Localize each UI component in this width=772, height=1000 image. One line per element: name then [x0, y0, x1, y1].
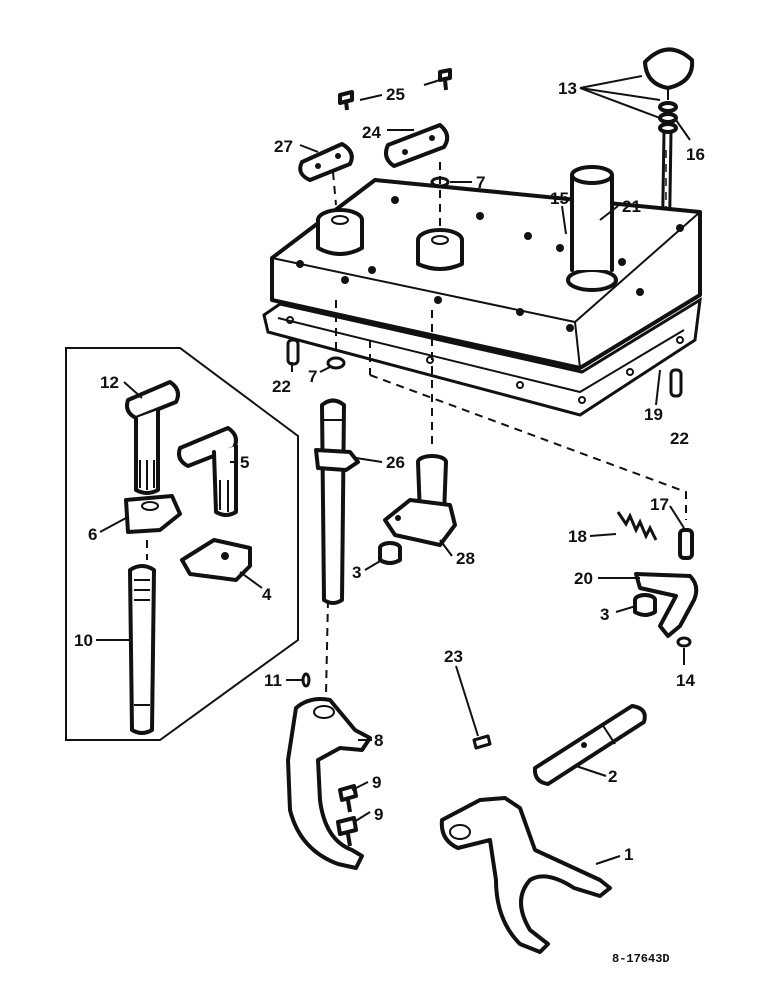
shift-rail-10 [128, 564, 156, 735]
inset-box [65, 347, 299, 741]
shaft-cap-24 [384, 123, 450, 168]
callout-7-lower: 7 [308, 367, 317, 386]
callout-28: 28 [456, 549, 475, 568]
shift-rail-5 [177, 426, 238, 517]
pin-23 [472, 734, 492, 750]
lock-block-6 [124, 494, 182, 534]
callout-20: 20 [574, 569, 593, 588]
pin-11 [301, 672, 311, 688]
shift-shaft-2 [532, 704, 647, 786]
callout-23: 23 [444, 647, 463, 666]
shift-rail-12 [125, 380, 180, 495]
bolt-25-right [438, 68, 452, 91]
dowel-pin-left [286, 338, 300, 366]
cover-gasket [262, 297, 702, 417]
callout-3-left: 3 [352, 563, 361, 582]
shift-fork-8 [286, 697, 372, 870]
callout-22-right: 22 [670, 429, 689, 448]
cover-boss-center [416, 228, 464, 271]
o-ring-lower [326, 356, 346, 370]
pin-17 [678, 528, 694, 560]
callout-21: 21 [622, 197, 641, 216]
dowel-pin-right [669, 368, 683, 398]
callout-14: 14 [676, 671, 695, 690]
interlock-lever-20 [634, 572, 699, 638]
leader-lines [96, 75, 691, 865]
lock-plate-4 [180, 538, 252, 582]
shift-fork-1 [439, 796, 612, 954]
bolt-9-lower [336, 816, 358, 847]
callout-12: 12 [100, 373, 119, 392]
callout-17: 17 [650, 495, 669, 514]
callout-5: 5 [240, 453, 249, 472]
callout-7-upper: 7 [476, 173, 485, 192]
shaft-cap-27 [298, 142, 354, 182]
alignment-lines [325, 162, 687, 696]
callout-18: 18 [568, 527, 587, 546]
callout-13: 13 [558, 79, 577, 98]
callout-16: 16 [686, 145, 705, 164]
drawing-number: 8-17643D [612, 952, 670, 966]
callout-26: 26 [386, 453, 405, 472]
callout-10: 10 [74, 631, 93, 650]
shift-rail-28 [383, 454, 457, 547]
clip-14 [676, 636, 692, 648]
callout-6: 6 [88, 525, 97, 544]
callout-2: 2 [608, 767, 617, 786]
spring-18 [616, 511, 658, 541]
callout-19: 19 [644, 405, 663, 424]
callout-24: 24 [362, 123, 381, 142]
callout-1: 1 [624, 845, 633, 864]
callout-27: 27 [274, 137, 293, 156]
lever-tower-tube [566, 165, 618, 292]
bushing-3-left [378, 541, 402, 565]
callout-3-right: 3 [600, 605, 609, 624]
bushing-3-right [633, 593, 657, 617]
bolt-25-left [338, 90, 354, 111]
callout-9-lower: 9 [374, 805, 383, 824]
callout-15: 15 [550, 189, 569, 208]
cover-boss-left [316, 208, 364, 256]
callout-25: 25 [386, 85, 405, 104]
callout-8: 8 [374, 731, 383, 750]
shift-knob [643, 47, 695, 134]
callout-11: 11 [264, 671, 282, 690]
callout-9-upper: 9 [372, 773, 381, 792]
callout-4: 4 [262, 585, 272, 604]
shift-rail-26 [314, 398, 360, 605]
callout-22-left: 22 [272, 377, 291, 396]
